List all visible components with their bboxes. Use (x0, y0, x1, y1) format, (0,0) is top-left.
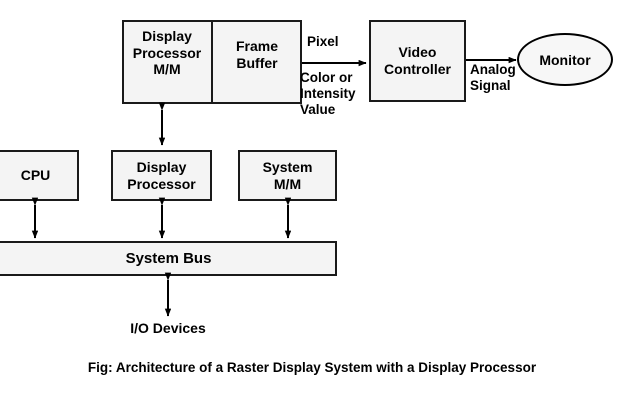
node-video-controller: Video Controller (369, 20, 466, 102)
node-frame-buffer: Frame Buffer (235, 38, 279, 71)
node-system-mm-label: System M/M (262, 158, 313, 192)
node-system-bus: System Bus (0, 241, 337, 276)
node-display-processor-mm: Display Processor M/M (132, 28, 202, 78)
node-system-mm: System M/M (238, 150, 337, 201)
node-io-devices: I/O Devices (130, 320, 206, 336)
node-display-processor: Display Processor (111, 150, 212, 201)
edge-label-color-intensity: Color or Intensity Value (300, 70, 356, 118)
edge-label-pixel: Pixel (307, 34, 339, 49)
group-box-divider (211, 22, 213, 102)
node-display-processor-label: Display Processor (127, 158, 196, 192)
node-cpu: CPU (0, 150, 79, 201)
node-video-controller-label: Video Controller (384, 44, 451, 77)
node-system-bus-label: System Bus (125, 249, 212, 267)
node-monitor: Monitor (517, 33, 613, 86)
edge-label-analog-signal: Analog Signal (470, 62, 516, 94)
node-cpu-label: CPU (20, 167, 51, 184)
node-monitor-label: Monitor (539, 51, 591, 68)
figure-caption: Fig: Architecture of a Raster Display Sy… (87, 360, 537, 375)
